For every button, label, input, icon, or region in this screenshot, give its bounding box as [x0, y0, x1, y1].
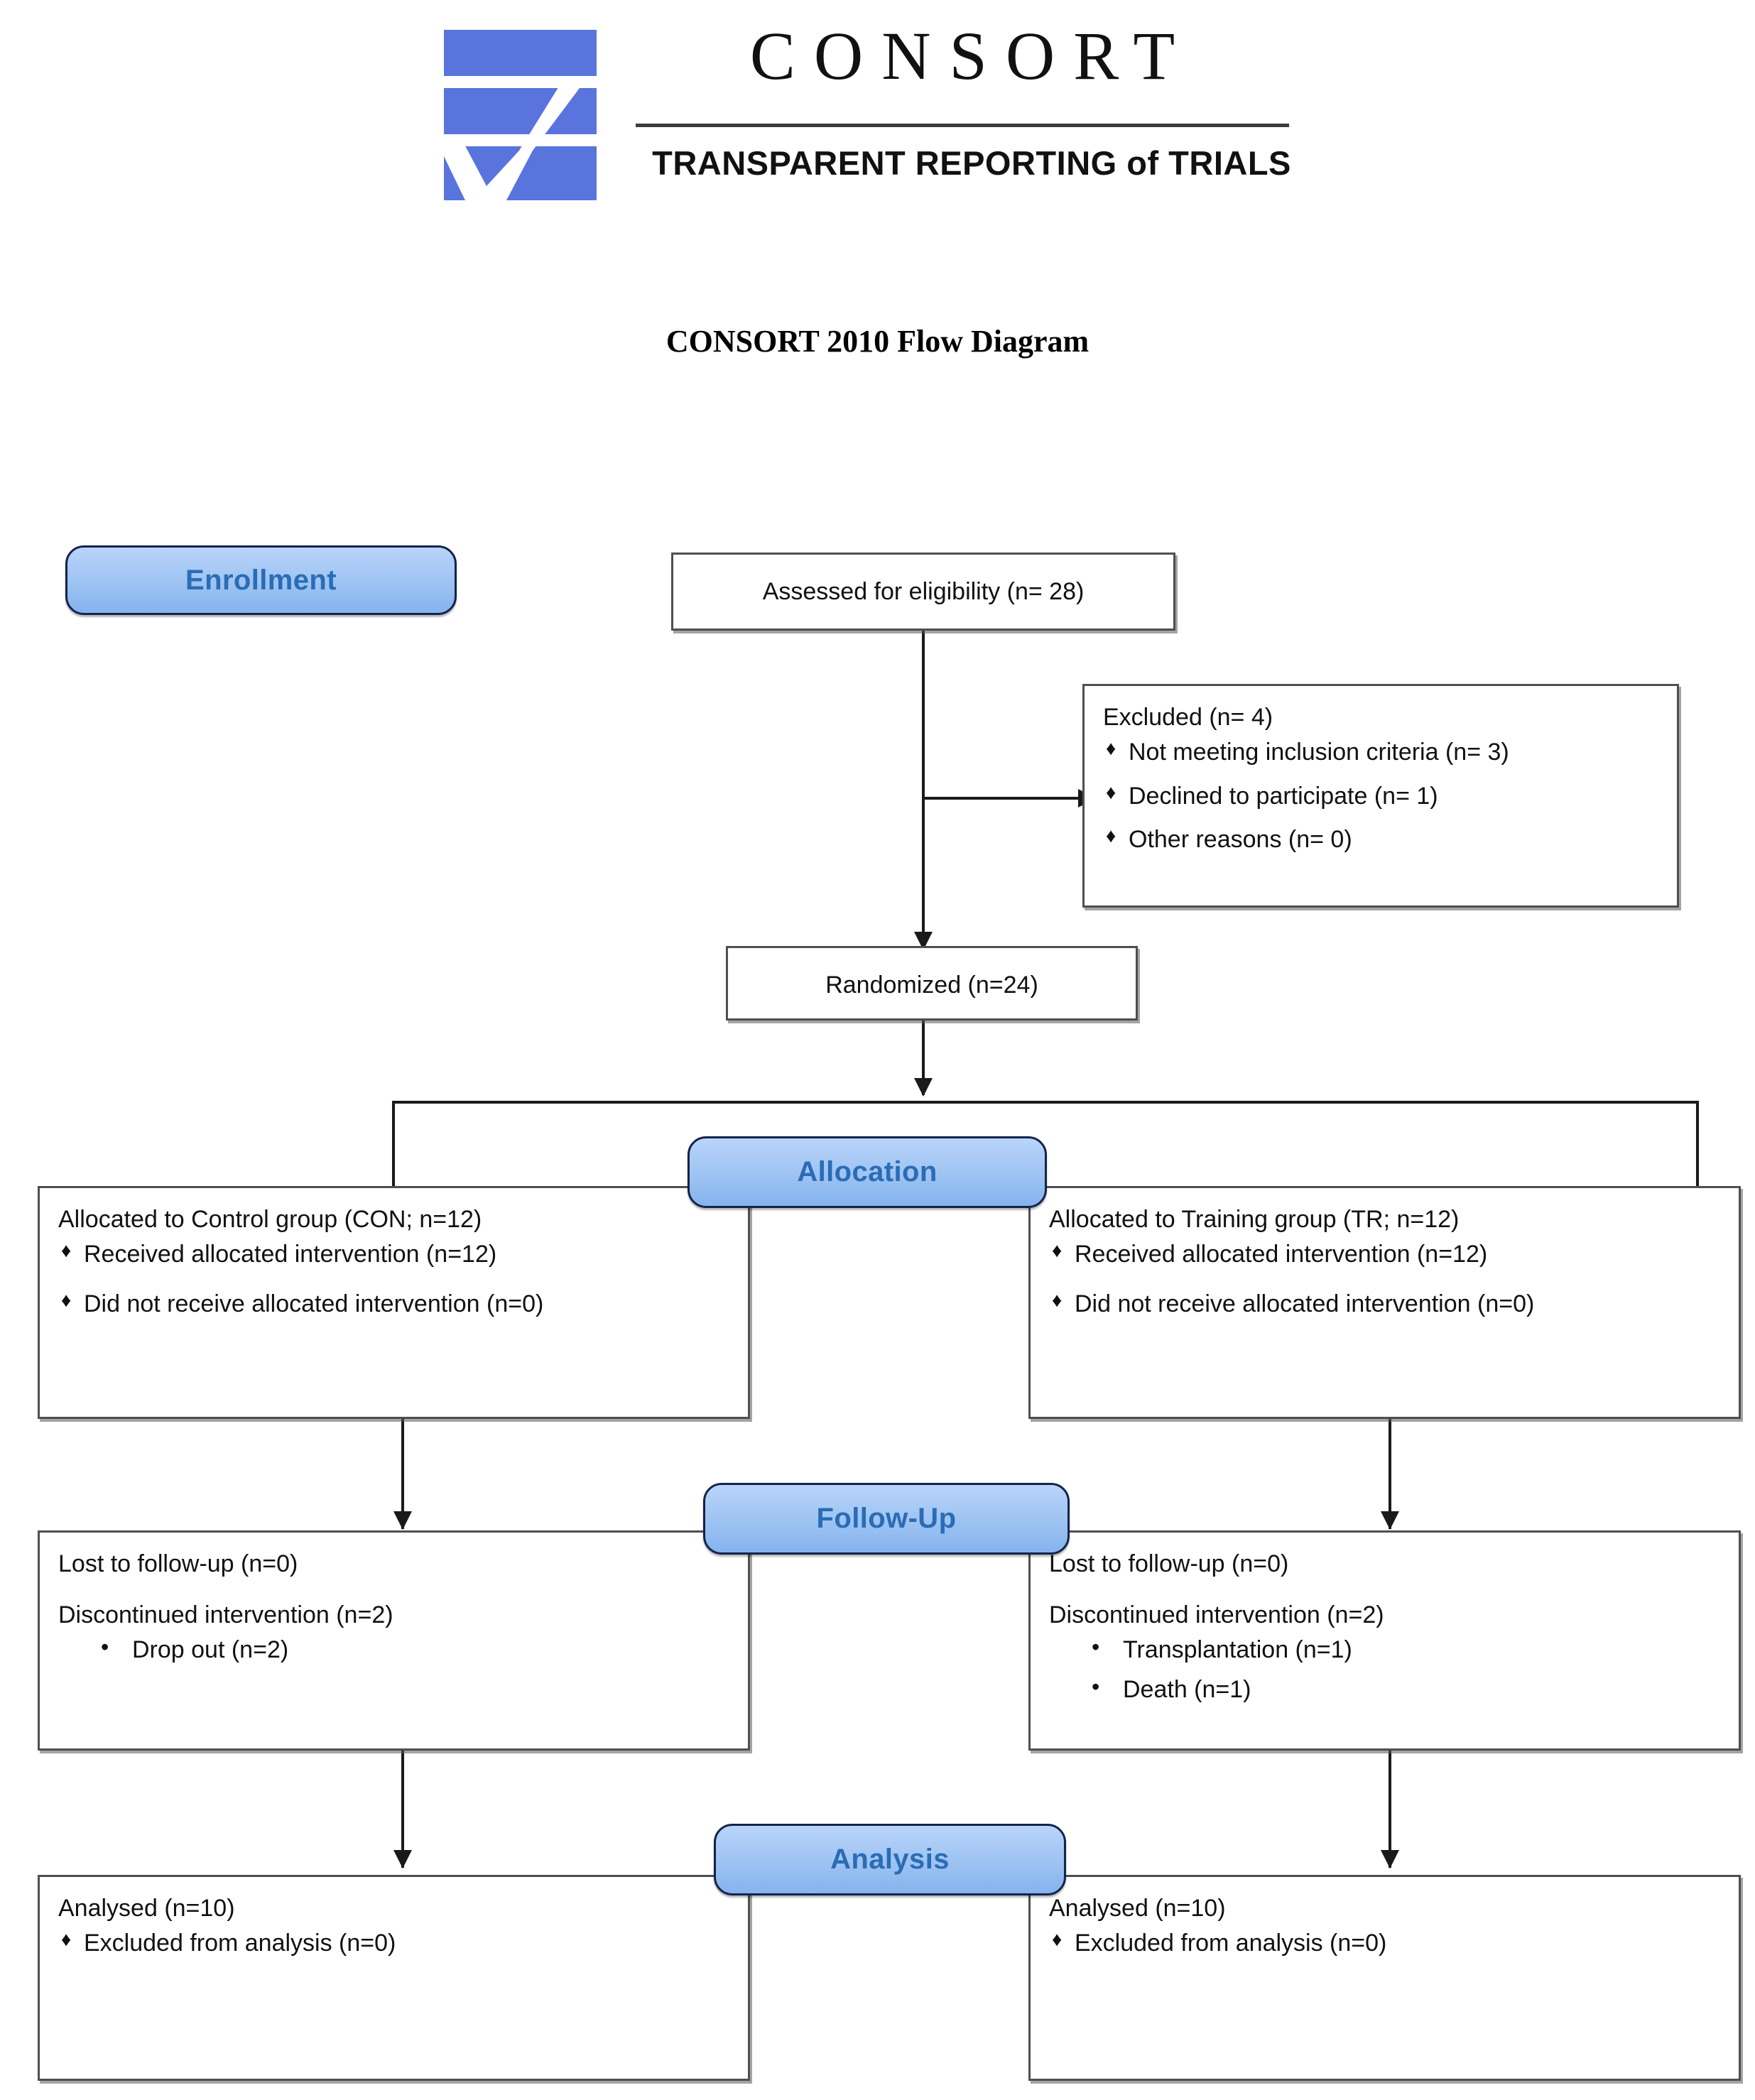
- randomized-text: Randomized (n=24): [825, 972, 1038, 999]
- logo-wordmark: CONSORT: [749, 18, 1194, 94]
- spacer: [1049, 1584, 1720, 1599]
- consort-logo: CONSORT TRANSPARENT REPORTING of TRIALS: [444, 16, 1314, 207]
- connector-alloc-right-to-followup: [1389, 1419, 1391, 1529]
- box-analysis-control: Analysed (n=10) Excluded from analysis (…: [38, 1875, 750, 2081]
- box-excluded: Excluded (n= 4) Not meeting inclusion cr…: [1082, 684, 1679, 908]
- stage-badge-analysis: Analysis: [714, 1824, 1066, 1895]
- stage-badge-followup: Follow-Up: [703, 1483, 1070, 1555]
- allocation-right-heading: Allocated to Training group (TR; n=12): [1049, 1206, 1460, 1233]
- box-followup-training: Lost to follow-up (n=0) Discontinued int…: [1028, 1530, 1741, 1751]
- connector-split-bar: [392, 1101, 1699, 1104]
- followup-left-line2: Discontinued intervention (n=2): [58, 1601, 393, 1629]
- box-randomized: Randomized (n=24): [726, 946, 1138, 1021]
- consort-checkmark-logo-icon: [444, 30, 597, 200]
- connector-assessed-to-randomized: [922, 631, 925, 950]
- list-item: Did not receive allocated intervention (…: [58, 1288, 729, 1320]
- logo-bar-top: [444, 30, 597, 76]
- list-item: Drop out (n=2): [58, 1633, 729, 1666]
- connector-split-right: [1696, 1101, 1699, 1256]
- list-item: Received allocated intervention (n=12): [58, 1238, 729, 1271]
- followup-right-line2: Discontinued intervention (n=2): [1049, 1601, 1384, 1629]
- arrow-to-analysis-left: [393, 1850, 412, 1868]
- connector-split-left: [392, 1101, 395, 1256]
- list-item: Received allocated intervention (n=12): [1049, 1238, 1720, 1271]
- assessed-text: Assessed for eligibility (n= 28): [762, 578, 1085, 605]
- box-assessed-for-eligibility: Assessed for eligibility (n= 28): [671, 553, 1175, 631]
- logo-divider: [636, 124, 1289, 127]
- analysis-left-list: Excluded from analysis (n=0): [58, 1927, 729, 1959]
- allocation-right-list: Received allocated intervention (n=12) D…: [1049, 1238, 1720, 1320]
- list-item: Declined to participate (n= 1): [1103, 780, 1658, 812]
- analysis-right-list: Excluded from analysis (n=0): [1049, 1927, 1720, 1959]
- analysis-left-heading: Analysed (n=10): [58, 1895, 235, 1922]
- spacer: [58, 1584, 729, 1599]
- logo-bar-bottom: [444, 146, 597, 200]
- list-item: Not meeting inclusion criteria (n= 3): [1103, 736, 1658, 768]
- list-item: Other reasons (n= 0): [1103, 823, 1658, 856]
- list-item: Excluded from analysis (n=0): [58, 1927, 729, 1959]
- box-analysis-training: Analysed (n=10) Excluded from analysis (…: [1028, 1875, 1741, 2081]
- list-item: Death (n=1): [1049, 1672, 1720, 1706]
- page-title: CONSORT 2010 Flow Diagram: [665, 324, 1090, 359]
- arrow-to-analysis-right: [1381, 1850, 1399, 1868]
- list-item: Transplantation (n=1): [1049, 1633, 1720, 1666]
- logo-tagline: TRANSPARENT REPORTING of TRIALS: [652, 144, 1291, 182]
- connector-to-excluded: [922, 797, 1080, 800]
- excluded-reason-list: Not meeting inclusion criteria (n= 3) De…: [1103, 736, 1658, 856]
- connector-followup-left-to-analysis: [401, 1751, 404, 1868]
- allocation-left-heading: Allocated to Control group (CON; n=12): [58, 1206, 482, 1233]
- followup-right-list: Transplantation (n=1) Death (n=1): [1049, 1633, 1720, 1706]
- arrow-randomized-split: [914, 1078, 933, 1097]
- stage-badge-enrollment: Enrollment: [65, 545, 457, 615]
- followup-right-line1: Lost to follow-up (n=0): [1049, 1550, 1289, 1577]
- stage-badge-allocation: Allocation: [688, 1136, 1047, 1208]
- excluded-heading: Excluded (n= 4): [1103, 704, 1273, 731]
- arrow-to-followup-right: [1381, 1511, 1399, 1530]
- box-allocation-training: Allocated to Training group (TR; n=12) R…: [1028, 1186, 1741, 1419]
- logo-bar-middle: [444, 88, 597, 134]
- connector-randomized-down: [922, 1021, 925, 1095]
- followup-left-line1: Lost to follow-up (n=0): [58, 1550, 298, 1577]
- connector-alloc-left-to-followup: [401, 1419, 404, 1529]
- connector-followup-right-to-analysis: [1389, 1751, 1391, 1868]
- analysis-right-heading: Analysed (n=10): [1049, 1895, 1226, 1922]
- box-allocation-control: Allocated to Control group (CON; n=12) R…: [38, 1186, 750, 1419]
- allocation-left-list: Received allocated intervention (n=12) D…: [58, 1238, 729, 1320]
- list-item: Excluded from analysis (n=0): [1049, 1927, 1720, 1959]
- list-item: Did not receive allocated intervention (…: [1049, 1288, 1720, 1320]
- followup-left-list: Drop out (n=2): [58, 1633, 729, 1666]
- arrow-to-followup-left: [393, 1511, 412, 1530]
- box-followup-control: Lost to follow-up (n=0) Discontinued int…: [38, 1530, 750, 1751]
